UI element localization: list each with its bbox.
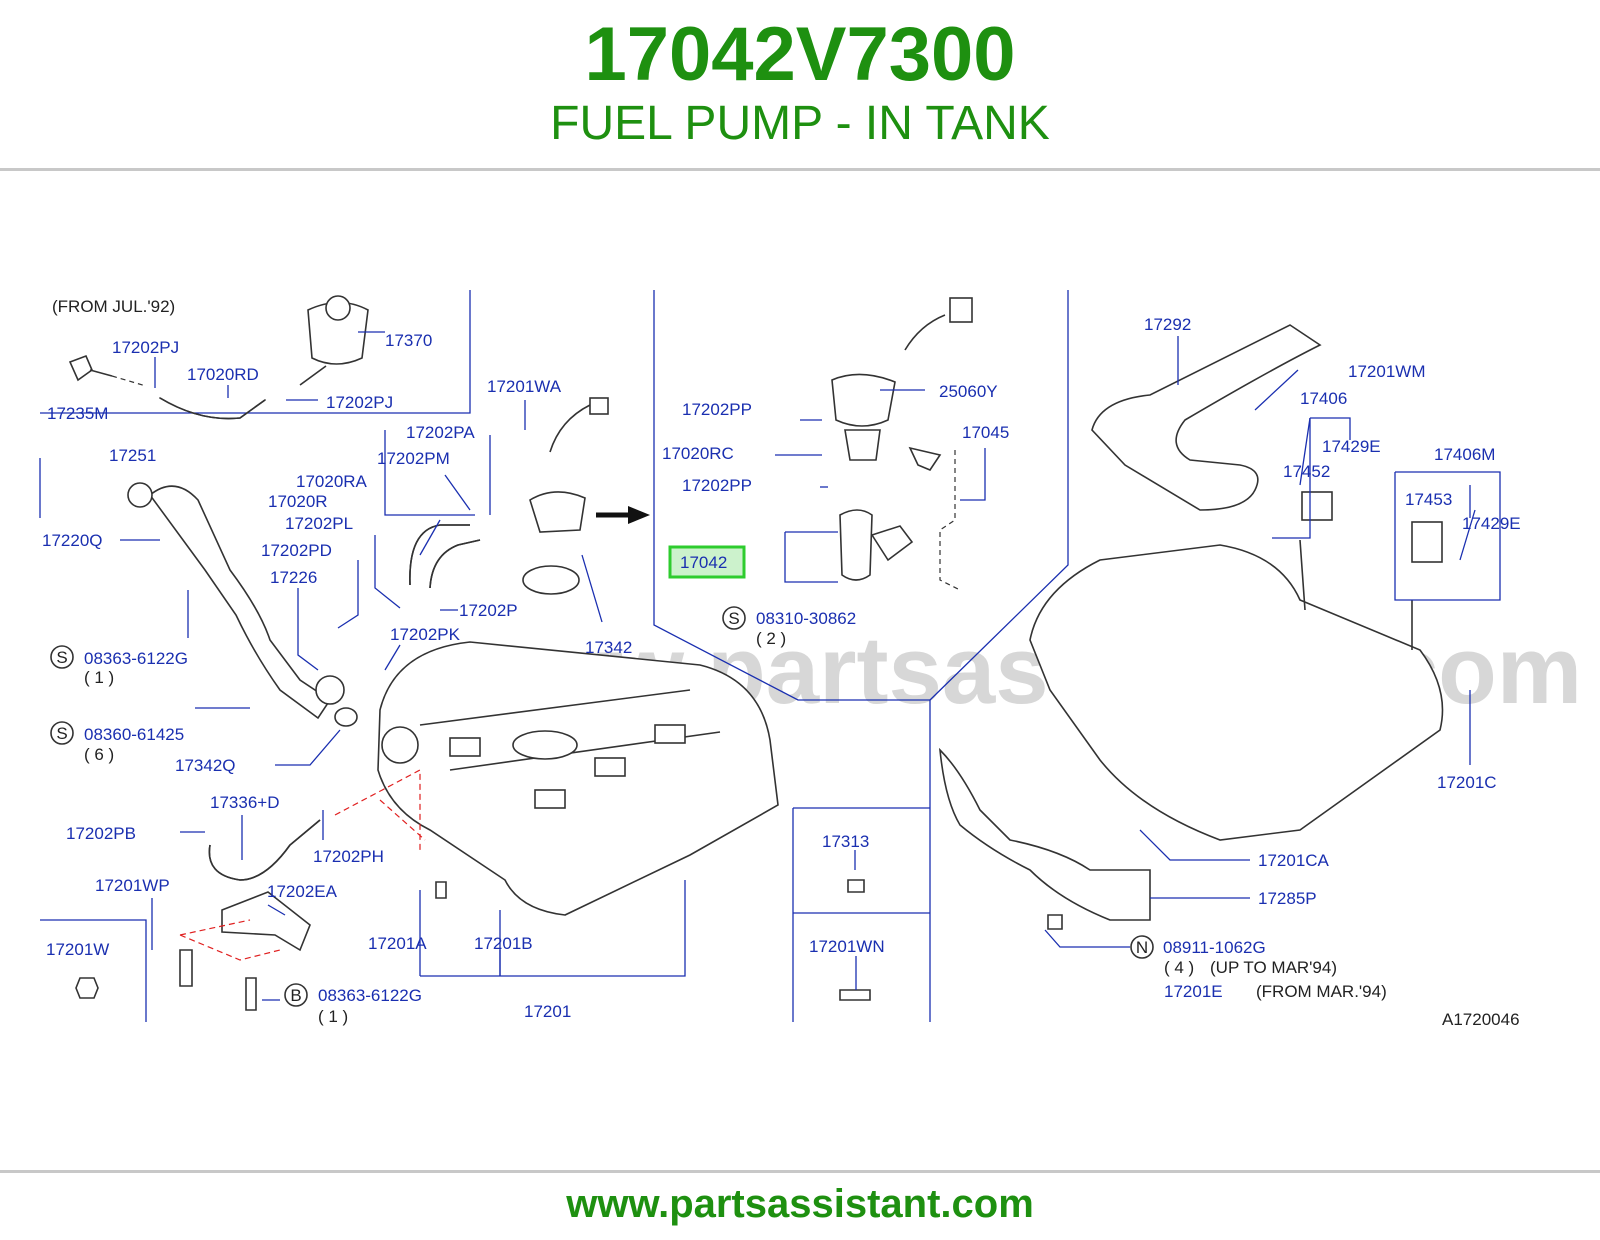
callout-17201WA[interactable]: 17201WA bbox=[487, 377, 562, 396]
callout-17406[interactable]: 17406 bbox=[1300, 389, 1347, 408]
callout-17292[interactable]: 17292 bbox=[1144, 315, 1191, 334]
callout-17201WM[interactable]: 17201WM bbox=[1348, 362, 1425, 381]
note-qty-1b: ( 1 ) bbox=[318, 1007, 348, 1026]
callout-17202PJ-a[interactable]: 17202PJ bbox=[112, 338, 179, 357]
callout-08911-1062G[interactable]: 08911-1062G bbox=[1163, 938, 1266, 957]
panel-frames bbox=[39, 290, 1069, 1022]
parts-diagram: www.partsassistant.com bbox=[39, 290, 1582, 1029]
part-name-subtitle: FUEL PUMP - IN TANK bbox=[550, 97, 1050, 150]
callout-17202PP-b[interactable]: 17202PP bbox=[682, 476, 752, 495]
leader-lines bbox=[120, 331, 1501, 1001]
callout-17202PP-a[interactable]: 17202PP bbox=[682, 400, 752, 419]
callout-08363-6122G-b[interactable]: 08363-6122G bbox=[318, 986, 422, 1005]
callout-17201E[interactable]: 17201E bbox=[1164, 982, 1223, 1001]
note-from-mar94: (FROM MAR.'94) bbox=[1256, 982, 1387, 1001]
note-qty-2: ( 2 ) bbox=[756, 629, 786, 648]
note-qty-4: ( 4 ) bbox=[1164, 958, 1194, 977]
callout-17202PJ-b[interactable]: 17202PJ bbox=[326, 393, 393, 412]
symbol-s-1: S bbox=[56, 648, 67, 667]
part-drawings bbox=[68, 295, 1444, 1011]
diagram-code: A1720046 bbox=[1442, 1010, 1520, 1029]
symbol-n: N bbox=[1136, 938, 1148, 957]
callout-17220Q[interactable]: 17220Q bbox=[42, 531, 103, 550]
callout-17202EA[interactable]: 17202EA bbox=[267, 882, 338, 901]
symbol-s-3: S bbox=[728, 609, 739, 628]
callout-17452[interactable]: 17452 bbox=[1283, 462, 1330, 481]
callout-17201W[interactable]: 17201W bbox=[46, 940, 109, 959]
callout-17251[interactable]: 17251 bbox=[109, 446, 156, 465]
callout-17285P[interactable]: 17285P bbox=[1258, 889, 1317, 908]
callout-08360-61425[interactable]: 08360-61425 bbox=[84, 725, 184, 744]
callout-17201WP[interactable]: 17201WP bbox=[95, 876, 170, 895]
part-callouts: 17042 17202PJ 17370 17020RD 17235M 17202… bbox=[42, 315, 1521, 1021]
note-qty-6: ( 6 ) bbox=[84, 745, 114, 764]
callout-17020R[interactable]: 17020R bbox=[268, 492, 328, 511]
callout-17406M[interactable]: 17406M bbox=[1434, 445, 1495, 464]
callout-17429E-b[interactable]: 17429E bbox=[1462, 514, 1521, 533]
callout-17020RD[interactable]: 17020RD bbox=[187, 365, 259, 384]
callout-17336D[interactable]: 17336+D bbox=[210, 793, 279, 812]
callout-17429E-a[interactable]: 17429E bbox=[1322, 437, 1381, 456]
header-divider bbox=[0, 168, 1600, 171]
callout-17313[interactable]: 17313 bbox=[822, 832, 869, 851]
symbol-b: B bbox=[290, 986, 301, 1005]
callout-17020RC[interactable]: 17020RC bbox=[662, 444, 734, 463]
callout-17202PB[interactable]: 17202PB bbox=[66, 824, 136, 843]
callout-17201A[interactable]: 17201A bbox=[368, 934, 427, 953]
footer-divider bbox=[0, 1170, 1600, 1173]
callout-17202P[interactable]: 17202P bbox=[459, 601, 518, 620]
callout-17235M[interactable]: 17235M bbox=[47, 404, 108, 423]
callout-17201WN[interactable]: 17201WN bbox=[809, 937, 885, 956]
callout-17342[interactable]: 17342 bbox=[585, 638, 632, 657]
callout-17202PA[interactable]: 17202PA bbox=[406, 423, 475, 442]
callout-17020RA[interactable]: 17020RA bbox=[296, 472, 368, 491]
callout-08310-30862[interactable]: 08310-30862 bbox=[756, 609, 856, 628]
footer-url[interactable]: www.partsassistant.com bbox=[566, 1182, 1034, 1226]
callout-17202PK[interactable]: 17202PK bbox=[390, 625, 461, 644]
callout-17201B[interactable]: 17201B bbox=[474, 934, 533, 953]
callout-17453[interactable]: 17453 bbox=[1405, 490, 1452, 509]
fastener-symbols: S S S B N bbox=[50, 606, 1154, 1007]
callout-17202PD[interactable]: 17202PD bbox=[261, 541, 332, 560]
callout-17370[interactable]: 17370 bbox=[385, 331, 432, 350]
callout-17201C[interactable]: 17201C bbox=[1437, 773, 1497, 792]
note-qty-1a: ( 1 ) bbox=[84, 668, 114, 687]
callout-17202PM[interactable]: 17202PM bbox=[377, 449, 450, 468]
note-up-to-mar94: (UP TO MAR'94) bbox=[1210, 958, 1337, 977]
part-number-title: 17042V7300 bbox=[584, 12, 1016, 97]
note-from-jul92: (FROM JUL.'92) bbox=[52, 297, 175, 316]
callout-17202PL[interactable]: 17202PL bbox=[285, 514, 353, 533]
callout-17201[interactable]: 17201 bbox=[524, 1002, 571, 1021]
callout-17045[interactable]: 17045 bbox=[962, 423, 1009, 442]
pointer-arrow-head bbox=[628, 506, 650, 524]
callout-17226[interactable]: 17226 bbox=[270, 568, 317, 587]
callout-17042[interactable]: 17042 bbox=[680, 553, 727, 572]
callout-17202PH[interactable]: 17202PH bbox=[313, 847, 384, 866]
callout-17342Q[interactable]: 17342Q bbox=[175, 756, 236, 775]
diagram-notes: (FROM JUL.'92) ( 1 ) ( 6 ) ( 2 ) ( 1 ) (… bbox=[52, 297, 1520, 1029]
callout-25060Y[interactable]: 25060Y bbox=[939, 382, 998, 401]
callout-17201CA[interactable]: 17201CA bbox=[1258, 851, 1330, 870]
target-part-highlight bbox=[668, 545, 746, 579]
header: 17042V7300 FUEL PUMP - IN TANK bbox=[0, 0, 1600, 170]
symbol-s-2: S bbox=[56, 724, 67, 743]
callout-08363-6122G-a[interactable]: 08363-6122G bbox=[84, 649, 188, 668]
